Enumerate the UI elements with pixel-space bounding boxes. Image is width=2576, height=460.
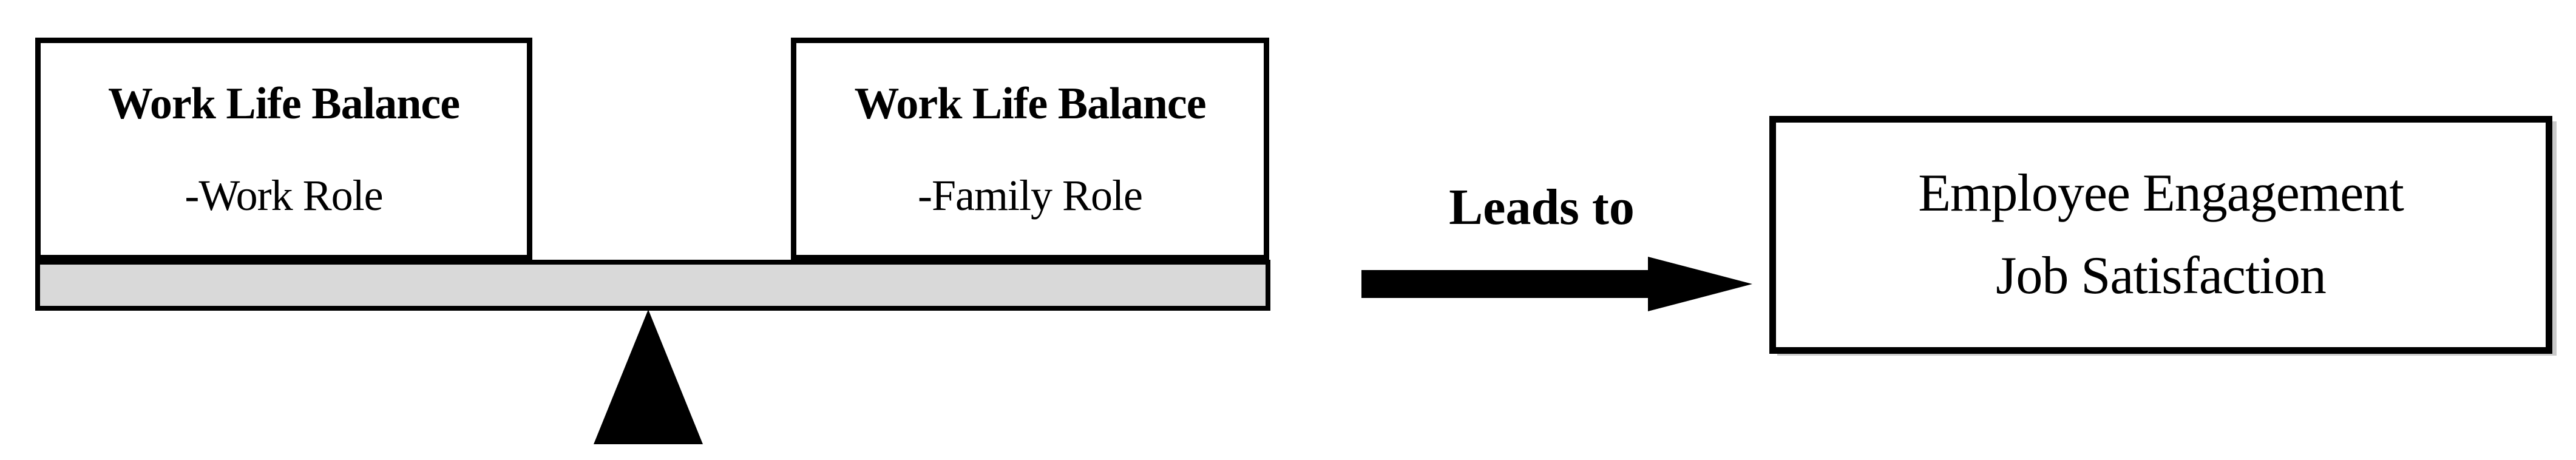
family-role-box-title: Work Life Balance: [854, 78, 1206, 129]
work-role-box: Work Life Balance -Work Role: [35, 38, 532, 260]
work-role-box-title: Work Life Balance: [107, 78, 460, 129]
arrow-right-icon: [1361, 257, 1752, 311]
outcome-box: Employee Engagement Job Satisfaction: [1769, 116, 2552, 354]
work-role-box-subtitle: -Work Role: [185, 171, 383, 220]
outcome-line-job-satisfaction: Job Satisfaction: [1996, 246, 2327, 305]
outcome-line-employee-engagement: Employee Engagement: [1918, 164, 2404, 223]
leads-to-label: Leads to: [1449, 179, 1635, 235]
family-role-box-subtitle: -Family Role: [918, 171, 1143, 220]
family-role-box: Work Life Balance -Family Role: [791, 38, 1269, 260]
balance-beam: [35, 260, 1270, 311]
fulcrum-triangle-icon: [594, 309, 703, 444]
